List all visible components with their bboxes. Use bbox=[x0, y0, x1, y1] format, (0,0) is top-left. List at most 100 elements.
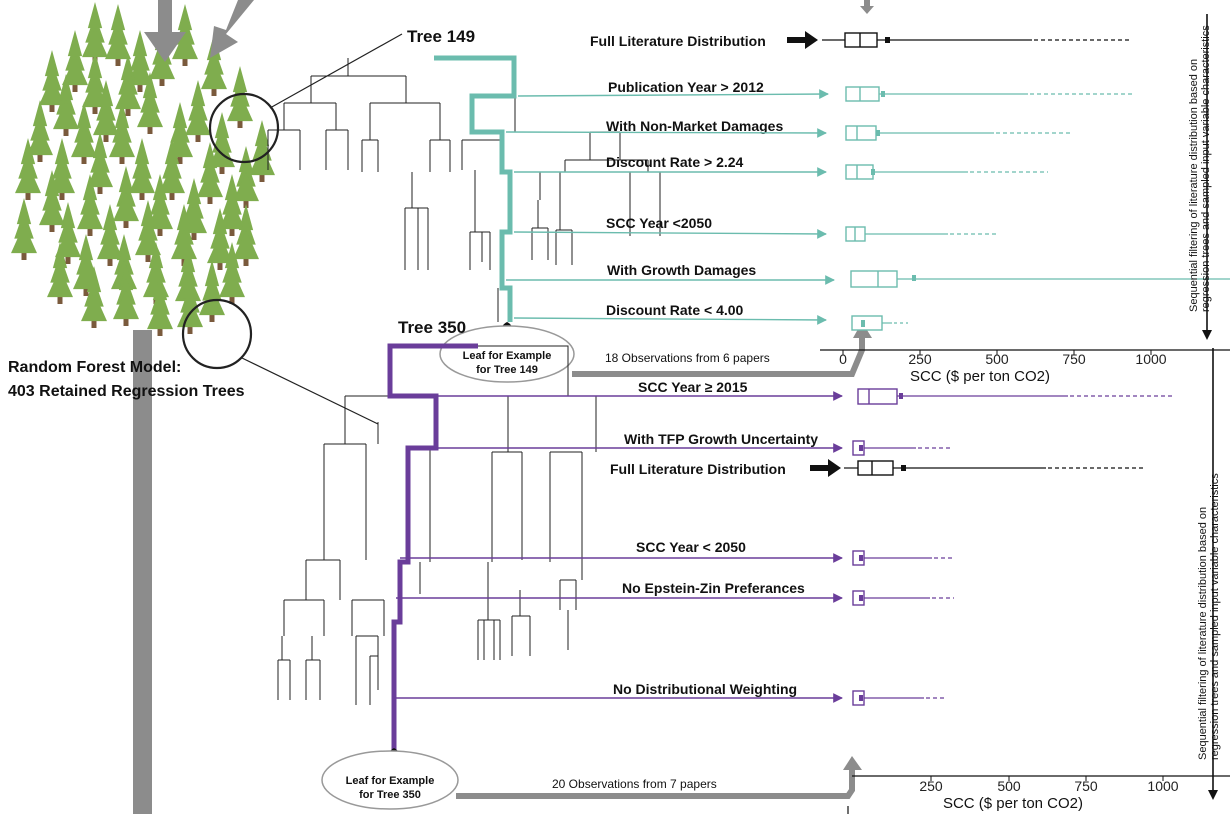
forest-tree-icon bbox=[227, 66, 253, 128]
tree350-boxplot-full bbox=[844, 460, 1145, 476]
zoom-line-tree350 bbox=[241, 357, 379, 425]
tree350-filter-2: With TFP Growth Uncertainty bbox=[624, 431, 818, 447]
tree350-leaf-label-1: Leaf for Example bbox=[346, 775, 435, 787]
forest-tree-icon bbox=[115, 54, 141, 116]
forest-title-line2: 403 Retained Regression Trees bbox=[8, 383, 245, 400]
tree149-decision-path bbox=[434, 55, 517, 322]
zoom-circle-tree350 bbox=[181, 298, 253, 370]
svg-text:regression trees and sampled i: regression trees and sampled input varia… bbox=[1209, 473, 1221, 760]
forest-tree-icon bbox=[105, 4, 131, 66]
forest-tree-icon bbox=[11, 198, 37, 260]
forest-tree-icon bbox=[233, 204, 259, 266]
tree149-regression-tree bbox=[267, 58, 661, 322]
tree350-boxplot-3 bbox=[852, 550, 952, 566]
tree149-boxplots bbox=[822, 32, 1230, 331]
tree149-boxplot-full bbox=[822, 32, 1130, 48]
tree149-tick-750: 750 bbox=[1062, 351, 1086, 367]
tree350-filters: SCC Year ≥ 2015 With TFP Growth Uncertai… bbox=[396, 379, 843, 703]
tree350-filter-5: No Distributional Weighting bbox=[613, 681, 797, 697]
tree350-axis: 250 500 750 1000 SCC ($ per ton CO2) bbox=[847, 775, 1230, 814]
tree149-title: Tree 149 bbox=[407, 27, 475, 46]
forest-tree-icon bbox=[113, 264, 139, 326]
forest-tree-icon bbox=[71, 102, 97, 164]
tree149-filters: Publication Year > 2012 With Non-Market … bbox=[505, 79, 835, 325]
zoom-circle-tree149 bbox=[208, 92, 280, 164]
forest-tree-icon bbox=[233, 146, 259, 208]
tree149-leaf-oval bbox=[439, 325, 575, 383]
forest-title-line1: Random Forest Model: bbox=[8, 359, 181, 376]
tree149-filter-5: With Growth Damages bbox=[607, 262, 756, 278]
svg-text:regression trees and sampled i: regression trees and sampled input varia… bbox=[1200, 25, 1212, 312]
tree350-filter-4: No Epstein-Zin Preferances bbox=[622, 580, 805, 596]
forest-tree-icon bbox=[113, 166, 139, 228]
forest-tree-icon bbox=[219, 242, 245, 304]
tree149-boxplot-5 bbox=[850, 270, 1230, 288]
forest-tree-icon bbox=[47, 242, 73, 304]
input-arrows bbox=[144, 0, 254, 62]
svg-text:Sequential filtering of litera: Sequential filtering of literature distr… bbox=[1197, 507, 1209, 760]
tree149-filter-6: Discount Rate < 4.00 bbox=[606, 302, 744, 318]
tree149-filter-3: Discount Rate > 2.24 bbox=[606, 154, 744, 170]
tree350-boxplot-4 bbox=[852, 590, 954, 606]
forest-tree-icon bbox=[219, 174, 245, 236]
random-forest-illustration bbox=[11, 2, 275, 336]
tree149-filter-2: With Non-Market Damages bbox=[606, 118, 783, 134]
forest-tree-icon bbox=[197, 142, 223, 204]
tree149-leaf-label-1: Leaf for Example bbox=[463, 350, 552, 362]
flow-bar bbox=[133, 330, 152, 814]
forest-tree-icon bbox=[39, 170, 65, 232]
forest-tree-icon bbox=[62, 30, 88, 92]
svg-text:Sequential filtering of litera: Sequential filtering of literature distr… bbox=[1188, 59, 1200, 312]
tree149-axis: 0 250 500 750 1000 SCC ($ per ton CO2) bbox=[820, 349, 1230, 385]
tree350-regression-tree bbox=[277, 345, 597, 705]
tree149-filter-1: Publication Year > 2012 bbox=[608, 79, 764, 95]
tree350-observations: 20 Observations from 7 papers bbox=[552, 777, 717, 791]
tree350-panel: Tree 350 Leaf for Example for Tre bbox=[277, 318, 1230, 814]
forest-tree-icon bbox=[207, 208, 233, 270]
zoom-line-tree149 bbox=[269, 33, 403, 109]
tree350-boxplot-2 bbox=[852, 440, 950, 456]
tree350-tick-750: 750 bbox=[1074, 778, 1098, 794]
tree149-observations: 18 Observations from 6 papers bbox=[605, 351, 770, 365]
tree149-boxplot-4 bbox=[845, 226, 998, 242]
forest-tree-icon bbox=[137, 72, 163, 134]
forest-tree-icon bbox=[27, 100, 53, 162]
forest-tree-icon bbox=[129, 138, 155, 200]
tree350-leaf-label-2: for Tree 350 bbox=[359, 789, 421, 801]
forest-tree-icon bbox=[15, 138, 41, 200]
tree149-tick-1000: 1000 bbox=[1135, 351, 1166, 367]
tree149-leaf-label-2: for Tree 149 bbox=[476, 364, 538, 376]
forest-tree-icon bbox=[109, 102, 135, 164]
forest-tree-icon bbox=[185, 80, 211, 142]
forest-tree-icon bbox=[97, 204, 123, 266]
tree149-side-note: Sequential filtering of literature distr… bbox=[1188, 25, 1212, 312]
forest-tree-icon bbox=[81, 266, 107, 328]
tree149-tick-500: 500 bbox=[985, 351, 1009, 367]
tree149-panel: Tree 149 bbox=[267, 0, 1230, 385]
forest-tree-icon bbox=[171, 204, 197, 266]
tree350-tick-1000: 1000 bbox=[1147, 778, 1178, 794]
tree350-side-note: Sequential filtering of literature distr… bbox=[1197, 473, 1221, 760]
tree350-full-arrow bbox=[810, 459, 841, 477]
forest-tree-icon bbox=[39, 50, 65, 112]
tree149-full-label: Full Literature Distribution bbox=[590, 33, 766, 49]
tree350-decision-path bbox=[387, 343, 478, 760]
tree149-tick-250: 250 bbox=[908, 351, 932, 367]
tree350-leaf-oval bbox=[321, 750, 459, 810]
tree350-full-label: Full Literature Distribution bbox=[610, 461, 786, 477]
forest-tree-icon bbox=[249, 120, 275, 182]
forest-tree-icon bbox=[147, 274, 173, 336]
tree350-boxplot-1 bbox=[857, 388, 1175, 405]
forest-tree-icon bbox=[53, 74, 79, 136]
tree350-axis-title: SCC ($ per ton CO2) bbox=[943, 795, 1083, 812]
tree149-boxplot-1 bbox=[845, 86, 1132, 102]
tree149-top-arrow bbox=[860, 0, 874, 14]
tree350-boxplot-5 bbox=[852, 690, 946, 706]
tree149-boxplot-6 bbox=[851, 315, 908, 331]
tree350-title: Tree 350 bbox=[398, 318, 466, 337]
tree350-tick-250: 250 bbox=[919, 778, 943, 794]
forest-tree-icon bbox=[93, 80, 119, 142]
forest-tree-icon bbox=[159, 138, 185, 200]
forest-tree-icon bbox=[87, 132, 113, 194]
